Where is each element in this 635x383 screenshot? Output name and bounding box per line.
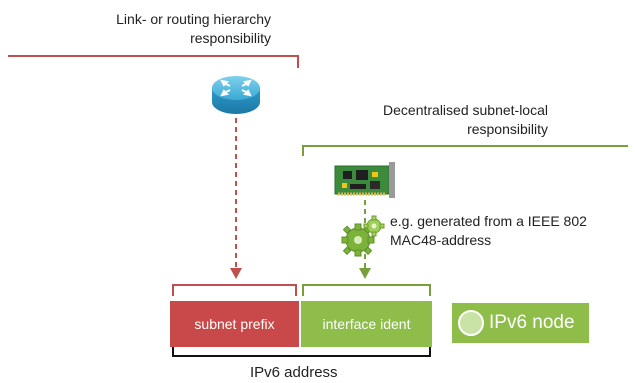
ipv6-node-label: IPv6 node	[489, 312, 575, 333]
subnet-local-label: Decentralised subnet-local responsibilit…	[383, 101, 548, 139]
routing-label-line2: responsibility	[190, 30, 271, 46]
ipv6-node-box: IPv6 node	[452, 303, 589, 343]
routing-arrow-head	[230, 268, 242, 279]
subnet-prefix-bracket	[172, 284, 297, 296]
subnet-prefix-box: subnet prefix	[170, 301, 299, 347]
subnet-prefix-label: subnet prefix	[194, 316, 275, 332]
network-card-icon	[334, 162, 395, 198]
interface-ident-bracket	[302, 284, 431, 296]
routing-label-line1: Link- or routing hierarchy	[116, 11, 271, 27]
gears-icon	[341, 215, 385, 257]
generated-note-line2: MAC48-address	[390, 232, 492, 248]
generated-note-line1: e.g. generated from a IEEE 802	[390, 213, 587, 229]
routing-bracket	[8, 55, 299, 68]
ipv6-address-bracket	[172, 345, 431, 357]
interface-arrow-head	[359, 268, 371, 279]
routing-label: Link- or routing hierarchy responsibilit…	[116, 10, 271, 48]
interface-ident-label: interface ident	[322, 316, 411, 332]
interface-ident-box: interface ident	[301, 301, 432, 347]
subnet-local-label-line2: responsibility	[467, 121, 548, 137]
subnet-local-bracket	[302, 145, 628, 156]
router-icon	[212, 76, 260, 114]
node-circle-icon	[458, 310, 484, 336]
generated-note: e.g. generated from a IEEE 802 MAC48-add…	[390, 212, 587, 250]
subnet-local-label-line1: Decentralised subnet-local	[383, 102, 548, 118]
ipv6-address-label: IPv6 address	[250, 364, 338, 381]
